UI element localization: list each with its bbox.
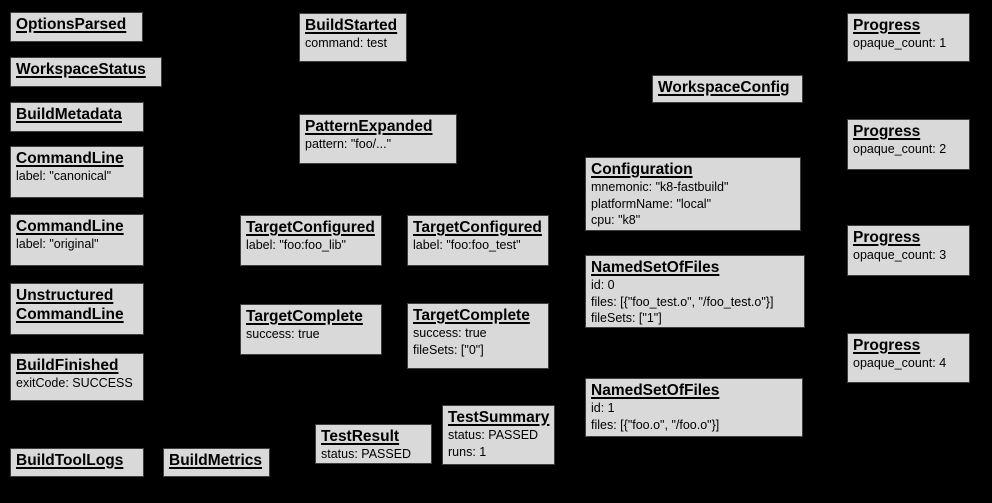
- event-box-test-result: TestResult status: PASSED: [315, 424, 432, 464]
- event-box-build-metrics: BuildMetrics: [163, 448, 270, 477]
- event-title: Progress: [853, 123, 921, 140]
- event-box-progress-3: Progress opaque_count: 3: [847, 225, 970, 276]
- event-box-workspace-config: WorkspaceConfig: [652, 75, 803, 103]
- event-box-build-metadata: BuildMetadata: [10, 102, 144, 132]
- event-field: platformName: "local": [591, 196, 712, 211]
- event-title: PatternExpanded: [305, 118, 433, 135]
- event-title: BuildMetrics: [169, 452, 263, 469]
- event-title: WorkspaceConfig: [658, 79, 790, 96]
- event-box-progress-2: Progress opaque_count: 2: [847, 119, 970, 170]
- event-field: status: PASSED: [448, 428, 539, 442]
- event-field: label: "canonical": [16, 169, 112, 183]
- event-title: CommandLine: [16, 150, 124, 167]
- event-box-build-tool-logs: BuildToolLogs: [10, 448, 144, 477]
- event-box-build-started: BuildStarted command: test: [299, 13, 407, 62]
- event-field: id: 0: [591, 278, 615, 292]
- event-box-target-configured-test: TargetConfigured label: "foo:foo_test": [407, 215, 549, 266]
- event-title: OptionsParsed: [16, 16, 127, 33]
- event-field: pattern: "foo/...": [305, 137, 392, 151]
- event-title: CommandLine: [16, 218, 124, 235]
- event-title: TargetComplete: [413, 307, 530, 324]
- event-box-named-set-of-files-1: NamedSetOfFiles id: 1 files: [{"foo.o", …: [585, 378, 803, 437]
- event-box-configuration: Configuration mnemonic: "k8-fastbuild" p…: [585, 157, 801, 231]
- event-field: cpu: "k8": [591, 213, 641, 227]
- event-title: BuildFinished: [16, 357, 119, 374]
- event-field: fileSets: ["0"]: [413, 342, 484, 357]
- event-box-options-parsed: OptionsParsed: [10, 12, 143, 42]
- event-box-named-set-of-files-0: NamedSetOfFiles id: 0 files: [{"foo_test…: [585, 255, 805, 328]
- event-title: Progress: [853, 229, 921, 246]
- event-title: TargetConfigured: [413, 219, 542, 236]
- event-box-target-complete-test: TargetComplete success: true fileSets: […: [407, 303, 549, 369]
- event-field: label: "foo:foo_test": [413, 238, 521, 252]
- event-box-progress-4: Progress opaque_count: 4: [847, 333, 970, 383]
- event-title: TestResult: [321, 428, 400, 445]
- event-box-workspace-status: WorkspaceStatus: [10, 57, 162, 87]
- event-box-test-summary: TestSummary status: PASSED runs: 1: [442, 405, 555, 465]
- event-title: TargetComplete: [246, 308, 363, 325]
- event-field: runs: 1: [448, 444, 487, 459]
- event-box-command-line-original: CommandLine label: "original": [10, 214, 144, 266]
- event-box-progress-1: Progress opaque_count: 1: [847, 13, 970, 62]
- event-title: NamedSetOfFiles: [591, 259, 720, 276]
- event-field: success: true: [246, 327, 320, 341]
- event-title: NamedSetOfFiles: [591, 382, 720, 399]
- event-title: WorkspaceStatus: [16, 61, 146, 78]
- event-title: Configuration: [591, 161, 693, 178]
- event-field: label: "foo:foo_lib": [246, 238, 346, 252]
- event-box-unstructured-command-line: Unstructured CommandLine: [10, 283, 144, 335]
- event-title: BuildMetadata: [16, 106, 122, 123]
- event-field: files: [{"foo.o", "/foo.o"}]: [591, 417, 720, 432]
- event-field: exitCode: SUCCESS: [16, 376, 133, 390]
- event-title: BuildStarted: [305, 17, 398, 34]
- event-box-build-finished: BuildFinished exitCode: SUCCESS: [10, 353, 144, 401]
- event-field: status: PASSED: [321, 447, 412, 461]
- event-field: opaque_count: 1: [853, 36, 947, 50]
- event-field: success: true: [413, 326, 487, 340]
- event-box-target-configured-lib: TargetConfigured label: "foo:foo_lib": [240, 215, 382, 266]
- event-title: Progress: [853, 337, 921, 354]
- event-title: Unstructured CommandLine: [16, 287, 124, 323]
- event-box-command-line-canonical: CommandLine label: "canonical": [10, 146, 144, 198]
- event-field: label: "original": [16, 237, 99, 251]
- event-field: mnemonic: "k8-fastbuild": [591, 180, 729, 194]
- event-title: TargetConfigured: [246, 219, 375, 236]
- event-title: Progress: [853, 17, 921, 34]
- event-box-pattern-expanded: PatternExpanded pattern: "foo/...": [299, 114, 457, 164]
- event-title: TestSummary: [448, 409, 550, 426]
- event-field: opaque_count: 3: [853, 248, 947, 262]
- event-field: fileSets: ["1"]: [591, 311, 662, 325]
- event-box-target-complete-lib: TargetComplete success: true: [240, 304, 382, 355]
- event-field: opaque_count: 4: [853, 356, 947, 370]
- event-title: BuildToolLogs: [16, 452, 124, 469]
- event-field: opaque_count: 2: [853, 142, 947, 156]
- event-field: command: test: [305, 36, 387, 50]
- event-field: files: [{"foo_test.o", "/foo_test.o"}]: [591, 294, 774, 309]
- event-field: id: 1: [591, 401, 615, 415]
